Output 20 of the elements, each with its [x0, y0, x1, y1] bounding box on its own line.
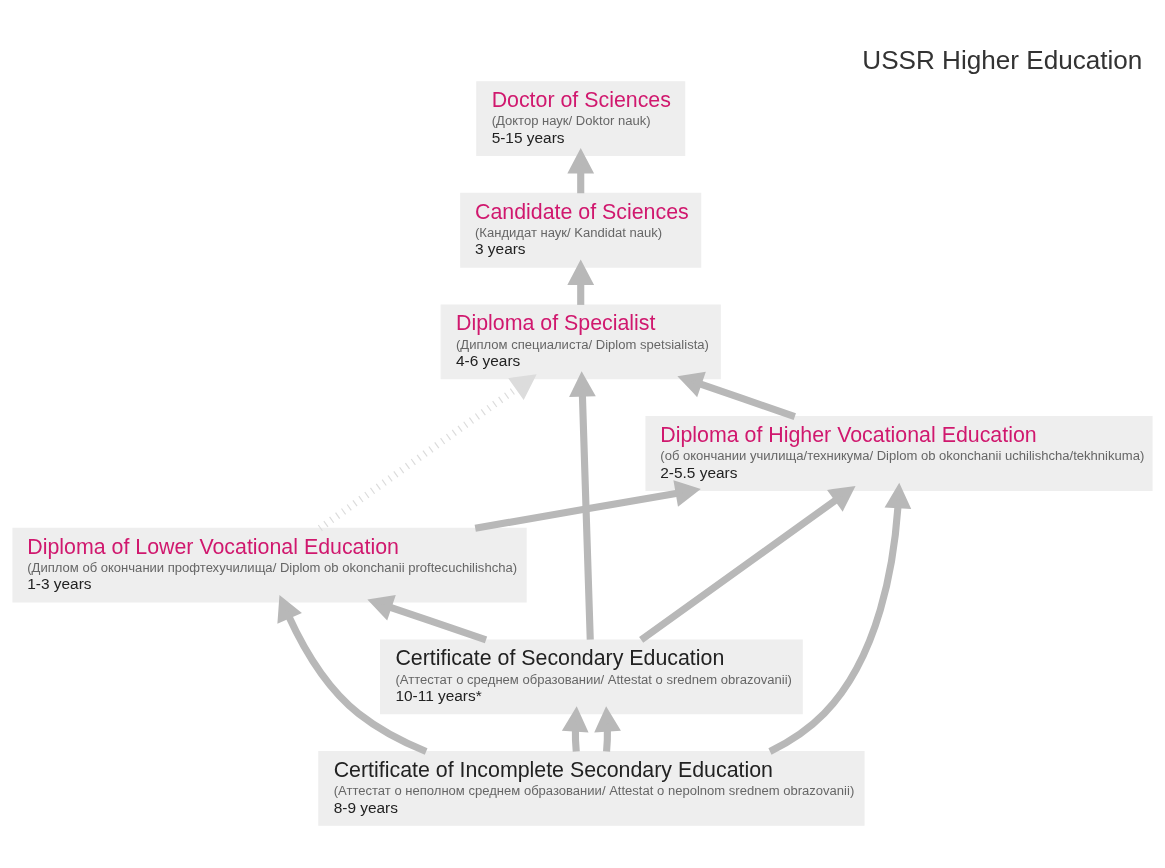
arrow	[367, 594, 488, 643]
arrow	[677, 371, 796, 420]
diagram-title: USSR Higher Education	[862, 44, 1143, 75]
node-box: Certificate of Secondary Education (Аттестат о среднем образовании/ Attestat o srednem obrazovanii) 10-11 years*	[380, 638, 803, 714]
arrow	[569, 370, 596, 640]
arrow	[567, 259, 595, 305]
node-box: Diploma of Higher Vocational Education (об окончании училища/техникума/ Diplom ob okonchanii uchilishcha/tekhnikuma) 2-5.5 years	[645, 415, 1153, 491]
arrow	[594, 705, 621, 752]
node-box: Candidate of Sciences (Кандидат наук/ Kandidat nauk) 3 years	[460, 192, 702, 268]
node-box: Certificate of Incomplete Secondary Education (Аттестат о неполном среднем образовании/ Attestat o nepolnom srednem obrazovanii) 8-9 years	[318, 750, 865, 826]
node-box: Doctor of Sciences (Доктор наук/ Doktor nauk) 5-15 years	[476, 80, 686, 156]
arrow	[639, 485, 856, 643]
arrow	[474, 479, 701, 532]
arrow	[277, 594, 428, 755]
node-box: Diploma of Specialist (Диплом специалиста/ Diplom spetsialista) 4-6 years	[440, 303, 721, 379]
arrow	[317, 373, 537, 531]
node-box: Diploma of Lower Vocational Education (Диплом об окончании профтехучилища/ Diplom ob okonchanii proftecuchilishcha) 1-3 years	[12, 527, 527, 603]
arrow	[561, 705, 589, 752]
arrow	[768, 482, 912, 755]
arrow	[567, 147, 595, 193]
